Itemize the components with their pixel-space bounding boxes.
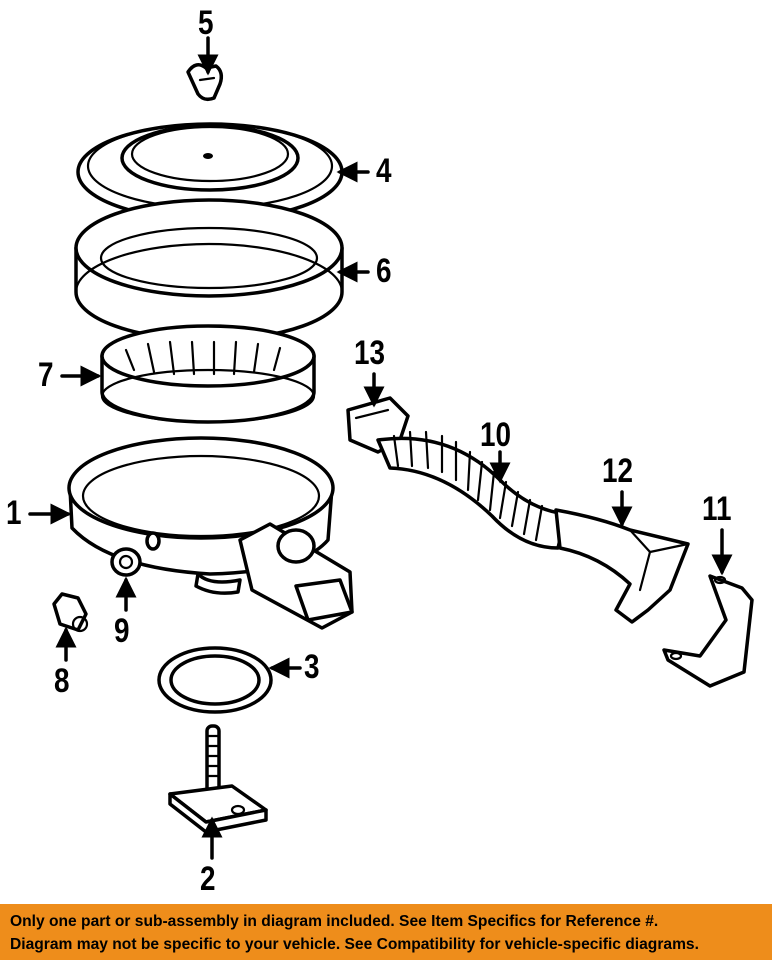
- callout-5: 5: [198, 4, 214, 42]
- callout-7: 7: [38, 356, 54, 394]
- flex-hose-part: [376, 430, 568, 550]
- disclaimer-line-2: Diagram may not be specific to your vehi…: [10, 936, 699, 953]
- callout-8: 8: [54, 662, 70, 700]
- grommet-part: [110, 547, 142, 577]
- callout-11: 11: [702, 490, 732, 528]
- gasket-part: [157, 646, 273, 714]
- callout-3: 3: [304, 648, 320, 686]
- callout-10: 10: [480, 416, 512, 454]
- callout-9: 9: [114, 612, 130, 650]
- callout-2: 2: [200, 860, 216, 898]
- leader-lines: [28, 36, 733, 860]
- disclaimer-line-1: Only one part or sub-assembly in diagram…: [10, 913, 659, 930]
- push-clip-part: [52, 592, 89, 633]
- secondary-filter-part: [100, 324, 316, 424]
- callout-13: 13: [354, 334, 386, 372]
- callout-6: 6: [376, 252, 392, 290]
- air-cleaner-lid-part: [76, 122, 344, 222]
- air-duct-part: [554, 508, 690, 624]
- disclaimer-banner: Only one part or sub-assembly in diagram…: [0, 904, 772, 960]
- parts-diagram: [28, 36, 754, 860]
- air-filter-element-part: [74, 198, 344, 342]
- callout-12: 12: [602, 452, 634, 490]
- air-cleaner-housing-part: [67, 436, 354, 630]
- wing-nut-part: [186, 63, 224, 102]
- callout-1: 1: [6, 494, 22, 532]
- callout-4: 4: [376, 152, 392, 190]
- mounting-bracket-part: [662, 574, 754, 688]
- stud-bracket-part: [168, 724, 268, 834]
